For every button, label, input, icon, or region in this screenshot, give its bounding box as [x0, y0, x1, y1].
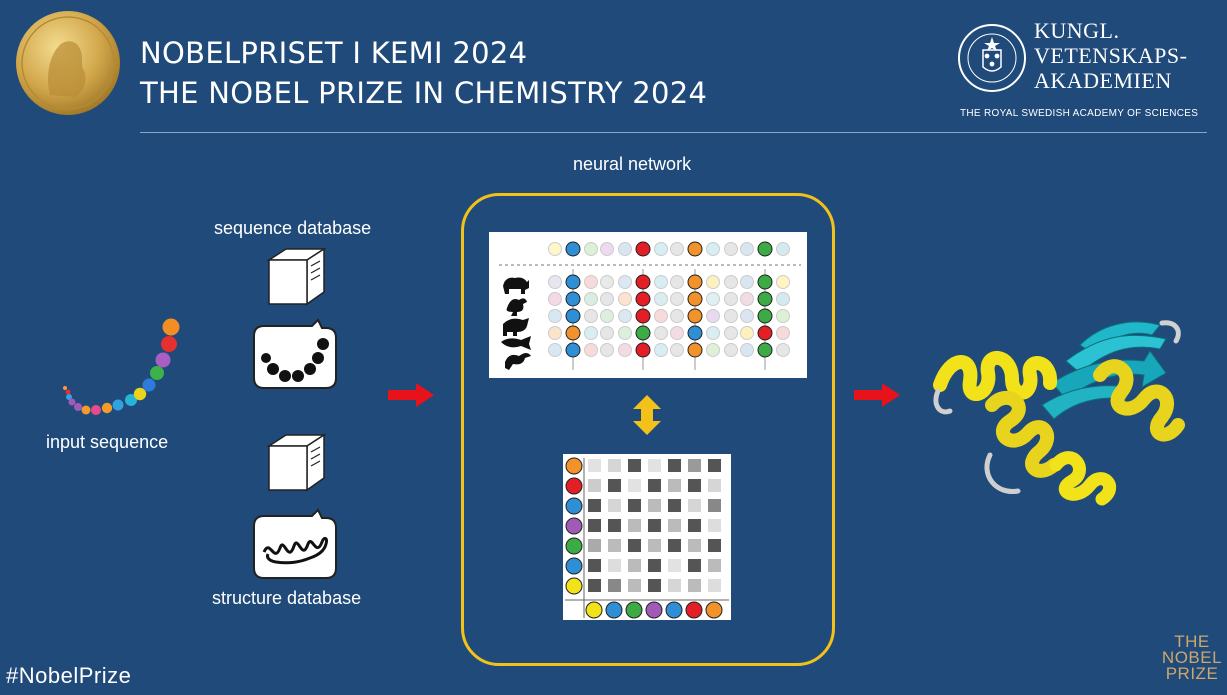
protein-structure-ribbon [930, 295, 1190, 515]
brand-line-3: PRIZE [1165, 664, 1219, 683]
animal-silhouettes-icon [501, 277, 531, 370]
sequence-database-label: sequence database [214, 218, 372, 238]
red-arrow-right-1 [386, 382, 436, 408]
academy-name-line2: VETENSKAPS- [1034, 43, 1188, 68]
header-divider [140, 132, 1207, 133]
sequence-speech-bubble-icon [250, 318, 340, 392]
msa-top-row [548, 241, 790, 257]
academy-name-line3: AKADEMIEN [1034, 68, 1172, 93]
database-box-icon-2 [266, 432, 328, 494]
msa-grid [548, 274, 790, 358]
pair-matrix [588, 459, 721, 592]
structure-database-label: structure database [212, 588, 362, 608]
title-english: THE NOBEL PRIZE IN CHEMISTRY 2024 [140, 76, 708, 110]
msa-panel [489, 232, 807, 378]
database-box-icon [266, 246, 328, 308]
structure-speech-bubble-icon [250, 508, 340, 582]
academy-seal [956, 15, 1028, 101]
neural-network-frame [461, 193, 835, 666]
title-swedish: NOBELPRISET I KEMI 2024 [140, 36, 528, 70]
brand-line-2: NOBEL [1161, 648, 1223, 667]
double-arrow-icon [632, 394, 662, 436]
red-arrow-right-2 [852, 382, 902, 408]
nobel-prize-brand-logo: THE NOBEL PRIZE [1160, 632, 1224, 683]
input-sequence-label: input sequence [46, 432, 169, 452]
pair-representation-panel [563, 454, 731, 620]
neural-network-label: neural network [573, 154, 692, 174]
pair-row-markers [565, 457, 583, 595]
academy-subtitle: THE ROYAL SWEDISH ACADEMY OF SCIENCES [960, 108, 1199, 119]
input-sequence-graphic [58, 315, 188, 420]
nobel-medal [14, 9, 122, 117]
pair-col-markers [585, 601, 723, 619]
hashtag-label: #NobelPrize [6, 663, 132, 688]
academy-name-line1: KUNGL. [1034, 18, 1120, 43]
brand-line-1: THE [1174, 632, 1210, 651]
